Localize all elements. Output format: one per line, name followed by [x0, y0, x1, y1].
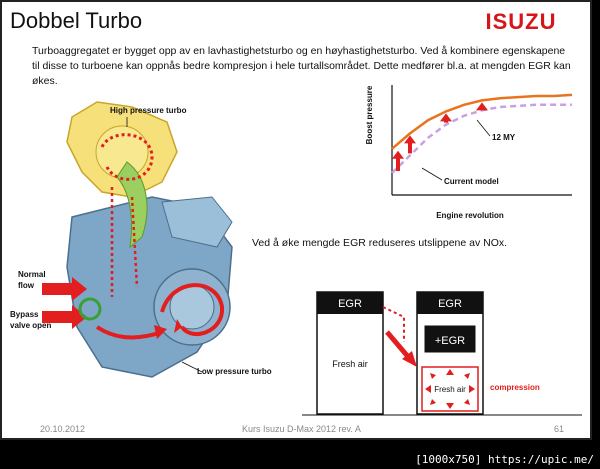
note-text: Ved å øke mengde EGR reduseres utslippen…	[252, 237, 508, 249]
chart-ylabel: Boost pressure	[365, 85, 374, 144]
label-bypass-2: valve open	[10, 321, 52, 330]
footer-page: 61	[554, 424, 565, 434]
gain-arrowhead-2	[440, 113, 452, 122]
slide: Dobbel Turbo ISUZU Turboaggregatet er by…	[0, 0, 592, 440]
chart-xlabel: Engine revolution	[436, 211, 504, 220]
series-label-0: 12 MY	[492, 133, 516, 142]
boost-chart: 12 MY Current model Boost pressure Engine…	[365, 85, 573, 220]
series-line-0	[391, 93, 573, 150]
series-line-1	[391, 103, 572, 174]
footer-date: 20.10.2012	[40, 424, 86, 434]
label-normal-flow-1: Normal	[18, 270, 46, 279]
isuzu-logo: ISUZU	[486, 10, 557, 32]
footer-course: Kurs Isuzu D-Max 2012 rev. A	[242, 424, 361, 434]
egr-right-header: EGR	[438, 298, 462, 310]
intro-text: Turboaggregatet er bygget opp av en lavh…	[32, 45, 571, 87]
egr-left-header: EGR	[338, 298, 362, 310]
label-low-pressure-turbo: Low pressure turbo	[197, 367, 272, 376]
egr-right-body: Fresh air	[434, 385, 466, 394]
label-high-pressure-turbo: High pressure turbo	[110, 106, 187, 115]
egr-plus-label: +EGR	[435, 335, 465, 347]
turbo-illustration	[42, 101, 233, 378]
normal-flow-arrow	[42, 277, 87, 301]
compression-label: compression	[490, 383, 540, 392]
series-label-1: Current model	[444, 177, 499, 186]
bypass-arrow	[42, 305, 87, 329]
gain-arrowhead-1	[404, 135, 416, 144]
series-leader-1	[421, 167, 443, 181]
slide-title: Dobbel Turbo	[10, 8, 143, 33]
label-bypass-1: Bypass	[10, 310, 39, 319]
gain-arrowhead-0	[392, 150, 404, 159]
gain-arrowhead-3	[476, 102, 488, 111]
label-normal-flow-2: flow	[18, 281, 34, 290]
egr-diagram: EGR Fresh air EGR +EGR Fresh air compres…	[302, 291, 582, 416]
watermark: [1000x750] https://upic.me/	[411, 452, 598, 467]
series-leader-0	[476, 119, 491, 137]
egr-left-body: Fresh air	[332, 359, 368, 369]
svg-text:ISUZU: ISUZU	[486, 10, 557, 32]
